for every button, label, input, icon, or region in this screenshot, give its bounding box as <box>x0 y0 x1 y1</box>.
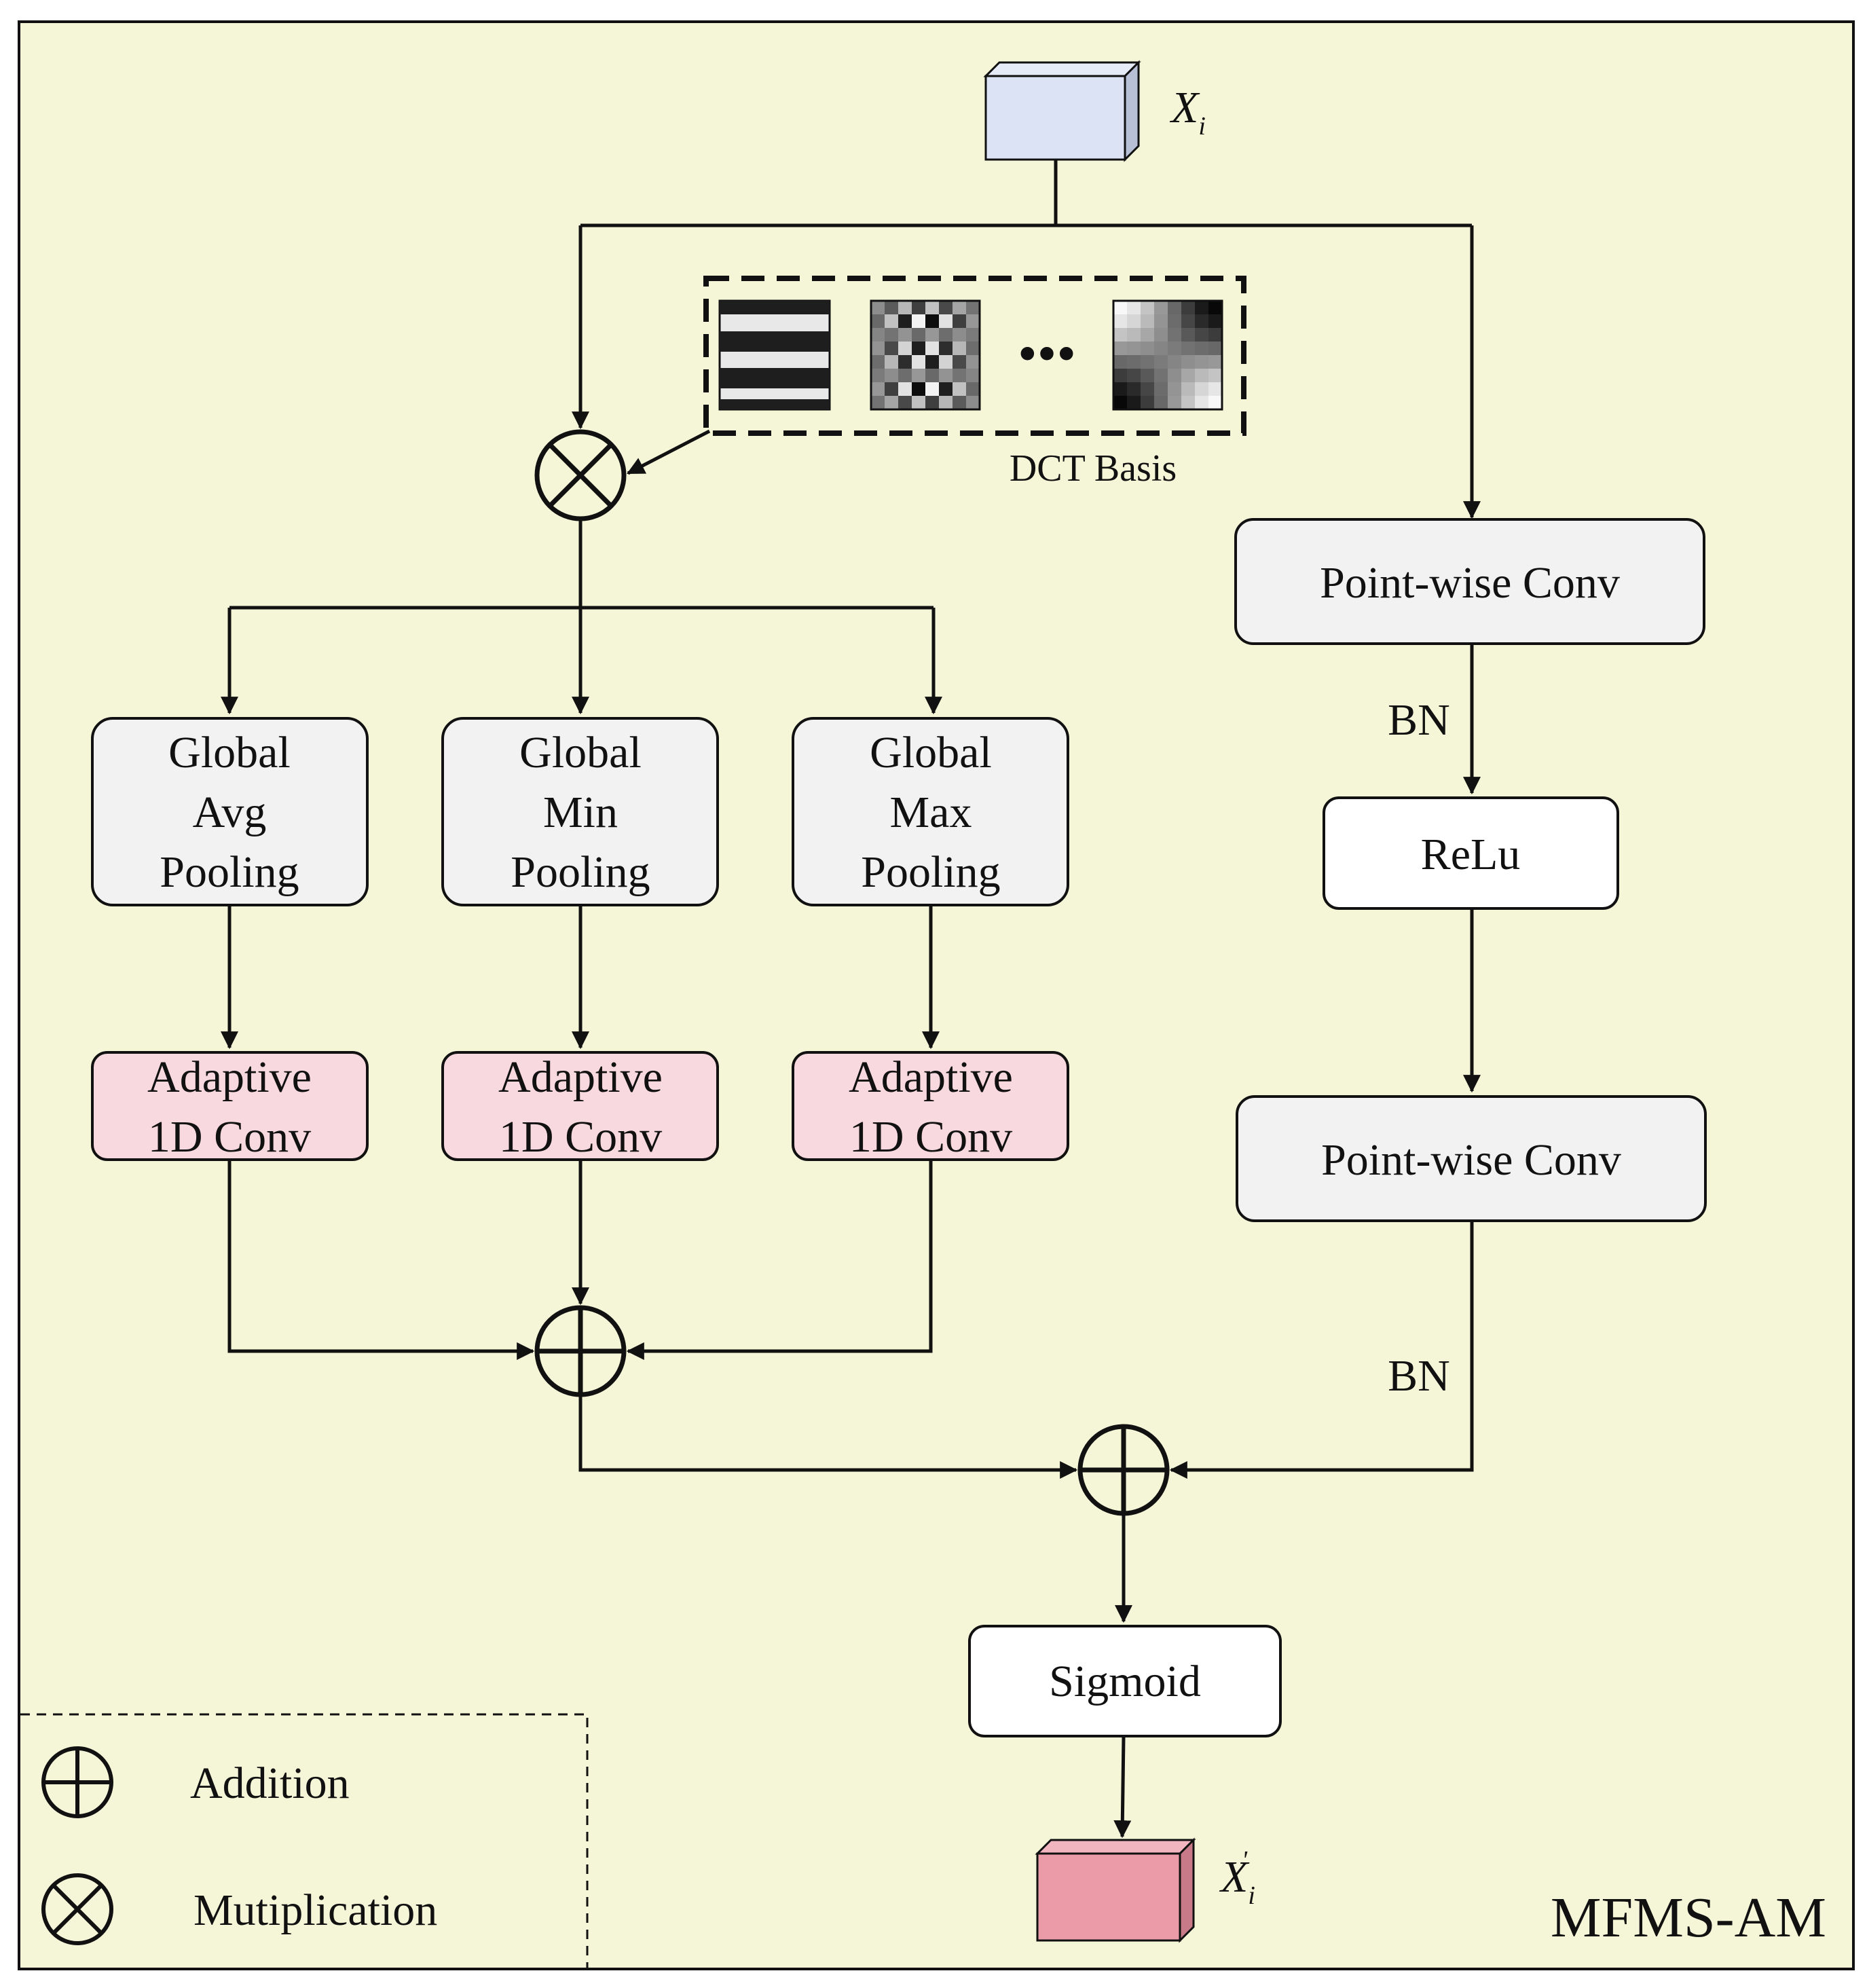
legend-addition-label: Addition <box>190 1759 350 1808</box>
adaptive-1d-conv-box-max: Adaptive 1D Conv <box>792 1051 1069 1162</box>
svg-text:Adaptive: Adaptive <box>498 1052 663 1102</box>
legend-multiplication-label: Mutiplication <box>193 1885 437 1935</box>
bn-label-1: BN <box>1388 695 1450 745</box>
svg-text:Pooling: Pooling <box>160 847 299 897</box>
svg-text:Pooling: Pooling <box>511 847 650 897</box>
bn-label-2: BN <box>1388 1351 1450 1401</box>
svg-text:1D Conv: 1D Conv <box>499 1112 662 1162</box>
adaptive-1d-conv-box-avg: Adaptive 1D Conv <box>91 1051 369 1162</box>
svg-text:Global: Global <box>519 728 642 777</box>
point-wise-conv-box-1: Point-wise Conv <box>1234 518 1705 645</box>
svg-text:1D Conv: 1D Conv <box>849 1112 1012 1162</box>
input-tensor-cube <box>983 60 1141 162</box>
dct-ellipsis: ••• <box>1018 323 1076 384</box>
global-avg-pooling-box: Global Avg Pooling <box>91 717 369 906</box>
svg-text:Global: Global <box>870 728 992 777</box>
svg-text:Global: Global <box>168 728 291 777</box>
legend-box <box>20 1713 589 1969</box>
svg-text:Avg: Avg <box>193 788 267 837</box>
input-label: Xi <box>1169 83 1206 141</box>
dct-basis-tile-checker <box>870 299 981 411</box>
svg-text:Adaptive: Adaptive <box>849 1052 1013 1102</box>
point-wise-conv-box-2: Point-wise Conv <box>1236 1095 1707 1222</box>
svg-text:Pooling: Pooling <box>861 847 1000 897</box>
relu-box: ReLu <box>1323 796 1619 910</box>
svg-text:Point-wise Conv: Point-wise Conv <box>1321 1135 1621 1185</box>
adaptive-1d-conv-box-min: Adaptive 1D Conv <box>441 1051 719 1162</box>
dct-basis-tile-gradient <box>1112 299 1223 411</box>
svg-text:Max: Max <box>890 788 972 837</box>
addition-operator-fusion <box>1077 1424 1170 1516</box>
legend-multiplication-icon <box>41 1873 113 1945</box>
output-label: Xi' <box>1219 1846 1255 1910</box>
global-max-pooling-box: Global Max Pooling <box>792 717 1069 906</box>
svg-text:Point-wise Conv: Point-wise Conv <box>1320 558 1620 608</box>
svg-text:ReLu: ReLu <box>1421 830 1521 879</box>
global-min-pooling-box: Global Min Pooling <box>441 717 719 906</box>
diagram-title: MFMS-AM <box>1551 1886 1826 1949</box>
svg-text:1D Conv: 1D Conv <box>148 1112 311 1162</box>
svg-text:Min: Min <box>543 788 618 837</box>
dct-basis-tile-horizontal-stripes <box>718 299 831 411</box>
svg-text:Adaptive: Adaptive <box>147 1052 312 1102</box>
output-tensor-cube <box>1035 1837 1196 1943</box>
dct-basis-label: DCT Basis <box>1010 447 1177 490</box>
addition-operator-pooling <box>534 1305 627 1397</box>
sigmoid-box: Sigmoid <box>968 1625 1282 1737</box>
svg-text:Sigmoid: Sigmoid <box>1049 1657 1201 1706</box>
dct-basis-box <box>703 276 1246 436</box>
legend-addition-icon <box>41 1746 113 1818</box>
